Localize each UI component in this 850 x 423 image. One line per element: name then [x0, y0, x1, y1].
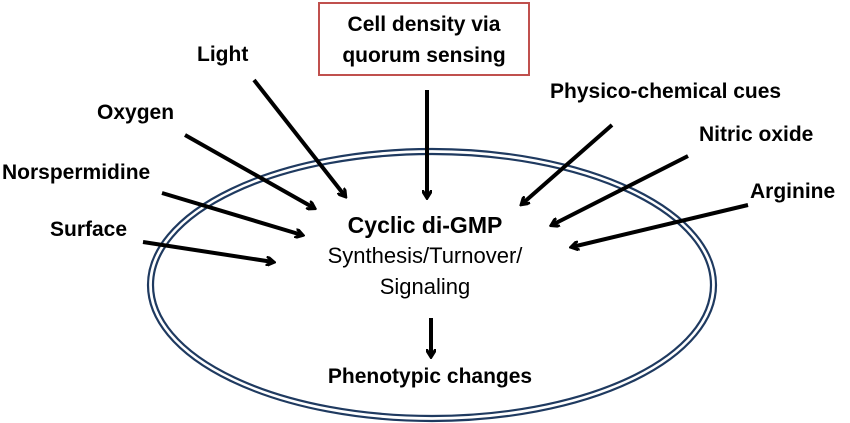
- cyclic-di-gmp-title: Cyclic di-GMP: [347, 212, 503, 238]
- center-signal-block: Cyclic di-GMP Synthesis/Turnover/ Signal…: [290, 210, 560, 302]
- label-nitric-oxide: Nitric oxide: [699, 123, 814, 146]
- quorum-sensing-box: Cell density via quorum sensing: [318, 2, 530, 76]
- arrow-norspermidine: [161, 191, 302, 235]
- label-physico-chemical: Physico-chemical cues: [550, 80, 782, 103]
- arrow-arginine: [572, 203, 749, 247]
- arrow-light: [252, 78, 345, 196]
- phenotypic-changes-label: Phenotypic changes: [327, 365, 533, 388]
- quorum-box-line1: Cell density via: [347, 13, 501, 36]
- arrow-oxygen: [184, 133, 314, 208]
- center-subtitle-line2: Signaling: [379, 274, 471, 299]
- label-surface: Surface: [50, 218, 128, 241]
- center-subtitle-line1: Synthesis/Turnover/: [327, 243, 523, 268]
- label-arginine: Arginine: [750, 180, 836, 203]
- cell-ellipse-inner: [151, 152, 713, 418]
- cell-ellipse-outer: [146, 147, 718, 423]
- arrow-surface: [142, 240, 273, 262]
- label-oxygen: Oxygen: [97, 101, 175, 124]
- quorum-box-line2: quorum sensing: [342, 44, 506, 67]
- label-light: Light: [197, 43, 249, 66]
- arrow-nitric-oxide: [552, 154, 689, 225]
- label-norspermidine: Norspermidine: [2, 161, 151, 184]
- arrow-physico: [522, 123, 614, 204]
